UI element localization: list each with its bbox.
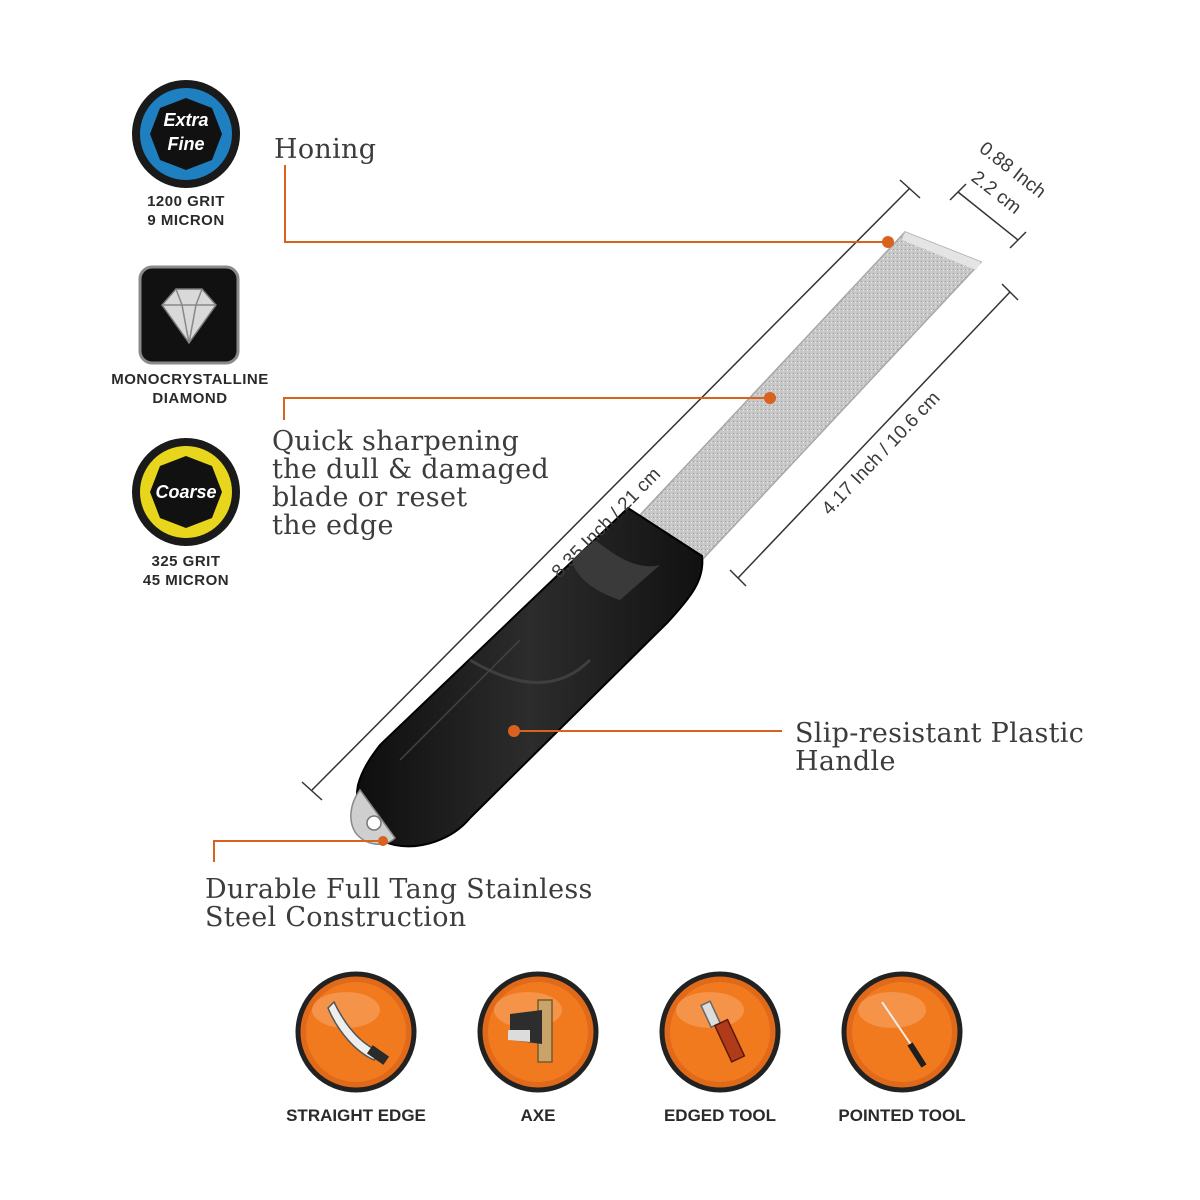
handle-callout: Slip-resistant Plastic Handle xyxy=(795,718,1085,777)
length-dimension-line xyxy=(301,179,921,801)
honing-callout: Honing xyxy=(274,134,377,165)
diamond-badge xyxy=(138,265,240,365)
grit-label: 1200 GRIT xyxy=(147,193,225,210)
handle-leader xyxy=(508,725,782,737)
coarse-badge: Coarse xyxy=(132,438,240,546)
honing-leader xyxy=(284,165,894,248)
diamond-caption: MONOCRYSTALLINE DIAMOND xyxy=(90,370,290,408)
coarse-label: Coarse xyxy=(155,482,216,502)
pointed-tool-label: POINTED TOOL xyxy=(838,1106,966,1125)
needle-icon xyxy=(841,971,963,1093)
axe-label: AXE xyxy=(520,1106,556,1125)
extra-fine-caption: 1200 GRIT 9 MICRON xyxy=(106,192,266,230)
grit-label: 325 GRIT xyxy=(151,553,221,570)
edged-tool-label: EDGED TOOL xyxy=(663,1106,777,1125)
quick-sharpening-leader xyxy=(283,392,776,420)
micron-label: 45 MICRON xyxy=(142,572,230,589)
extra-fine-line2: Fine xyxy=(167,134,204,154)
extra-fine-badge: Extra Fine xyxy=(132,80,240,188)
plastic-handle xyxy=(355,506,704,848)
extra-fine-line1: Extra xyxy=(163,110,208,130)
axe-icon xyxy=(477,971,599,1093)
coarse-caption: 325 GRIT 45 MICRON xyxy=(106,552,266,590)
straight-edge-label: STRAIGHT EDGE xyxy=(286,1106,426,1125)
micron-label: 9 MICRON xyxy=(147,212,225,229)
blade-dimension-line xyxy=(729,283,1019,587)
knife-icon xyxy=(295,971,417,1093)
width-dimension-line xyxy=(949,183,1027,249)
material-label: MONOCRYSTALLINE xyxy=(111,371,269,388)
tang-callout: Durable Full Tang Stainless Steel Constr… xyxy=(205,874,593,933)
material-sublabel: DIAMOND xyxy=(152,390,228,407)
quick-sharpening-callout: Quick sharpening the dull & damaged blad… xyxy=(272,426,549,541)
chisel-icon xyxy=(659,971,781,1093)
diamond-icon xyxy=(161,288,217,345)
tang-leader xyxy=(213,836,388,862)
lanyard-tang xyxy=(350,788,396,845)
